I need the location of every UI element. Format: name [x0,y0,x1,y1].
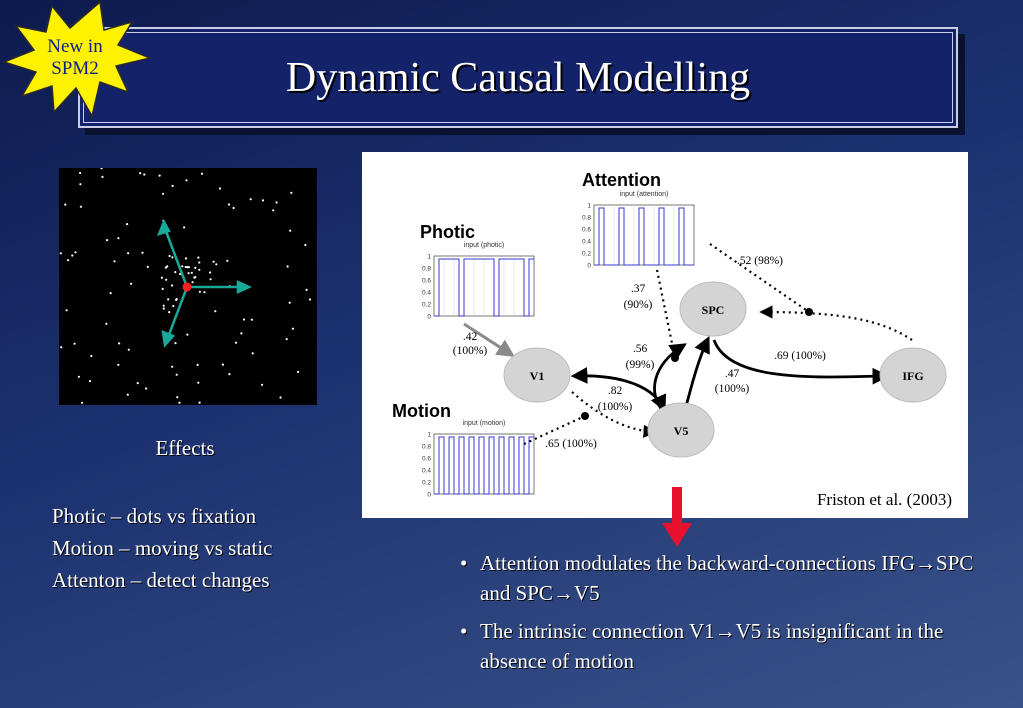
new-in-spm2-badge [1,0,153,119]
svg-text:0.6: 0.6 [422,456,431,463]
attention-input-label: Attention [582,170,661,190]
svg-text:0.8: 0.8 [422,444,431,451]
edge-label: (99%) [626,359,655,371]
edge-label: .65 (100%) [545,438,597,450]
motion-direction-arrows [156,219,253,348]
svg-text:V1: V1 [530,369,545,383]
modulation-node [581,412,589,420]
edge-label: .82 [608,385,623,397]
motion-mod-v1-v5 [523,415,586,445]
svg-text:0: 0 [427,492,431,499]
svg-text:0.2: 0.2 [422,480,431,487]
fixation-point [182,282,192,292]
svg-text:0.2: 0.2 [422,302,431,309]
starburst-icon [1,0,153,119]
spc-v5-backward-edge [682,335,710,415]
effect-item-attention: Attenton – detect changes [52,568,270,592]
svg-text:0: 0 [427,314,431,321]
svg-text:0.6: 0.6 [422,278,431,285]
svg-text:0.8: 0.8 [422,266,431,273]
effect-item-motion: Motion – moving vs static [52,536,273,560]
svg-text:1: 1 [427,432,431,439]
badge-line-1: New in [47,36,103,57]
svg-text:1: 1 [427,254,431,261]
svg-text:0.4: 0.4 [422,290,431,297]
edge-label: .42 [463,331,478,343]
edge-label: .52 (98%) [737,255,783,267]
svg-text:V5: V5 [674,424,689,438]
ifg-to-spc-modulated-edge [759,305,913,341]
page-title: Dynamic Causal Modelling [285,54,751,101]
attention-mod-spc-v5 [655,269,677,359]
conclusion-item: • The intrinsic connection V1→V5 is insi… [460,616,980,676]
node-spc: SPC [679,281,747,337]
motion-input-plot: input (motion) 1 0.8 0.6 0.4 0.2 0 [422,420,535,499]
node-v5: V5 [647,402,715,458]
edge-label: .56 [633,343,648,355]
edge-label: .69 (100%) [774,350,826,362]
svg-text:0.8: 0.8 [582,215,591,222]
edge-label: .47 [725,368,740,380]
conclusion-item: • Attention modulates the backward-conne… [460,548,980,608]
svg-text:0.4: 0.4 [582,239,591,246]
node-v1: V1 [503,347,571,403]
effect-item-photic: Photic – dots vs fixation [52,504,257,528]
citation: Friston et al. (2003) [817,490,952,509]
edge-label: (100%) [598,401,633,413]
photic-to-v1-edge [463,322,516,357]
effects-heading: Effects [155,436,215,460]
photic-input-plot: input (photic) 1 0.8 0.6 0.4 0.2 0 [422,242,535,321]
motion-plot-title: input (motion) [463,420,506,427]
edge-label: (90%) [624,299,653,311]
v1-v5-edge [570,367,667,413]
dot-stimulus-image [59,167,317,405]
photic-input-label: Photic [420,222,475,242]
edge-label: (100%) [453,345,488,357]
title-box [78,27,958,128]
badge-text: New in SPM2 [30,36,120,80]
attention-mod-ifg-spc [709,243,810,313]
bullet-icon: • [460,619,468,643]
motion-input-label: Motion [392,401,451,421]
modulation-node [671,354,679,362]
modulation-node [805,308,813,316]
svg-text:0: 0 [587,263,591,270]
node-ifg: IFG [879,347,947,403]
spc-to-ifg-edge [712,339,890,385]
edge-label: (100%) [715,383,750,395]
down-arrow-icon [662,487,692,547]
conclusions-list: • Attention modulates the backward-conne… [460,548,980,684]
dcm-diagram-panel: Photic Attention Motion input (photic) 1… [362,152,968,518]
svg-text:IFG: IFG [902,369,923,383]
effects-list: Photic – dots vs fixation Motion – movin… [52,500,352,596]
attention-plot-title: input (attention) [620,191,669,198]
svg-text:0.2: 0.2 [582,251,591,258]
badge-line-2: SPM2 [51,58,99,79]
svg-text:0.6: 0.6 [582,227,591,234]
photic-plot-title: input (photic) [464,242,504,249]
svg-text:1: 1 [587,203,591,210]
bullet-icon: • [460,551,468,575]
svg-text:SPC: SPC [702,303,725,317]
edge-label: .37 [631,283,646,295]
stimulus-dots [59,167,312,404]
attention-input-plot: input (attention) 1 0.8 0.6 0.4 0.2 0 [582,191,695,270]
svg-text:0.4: 0.4 [422,468,431,475]
